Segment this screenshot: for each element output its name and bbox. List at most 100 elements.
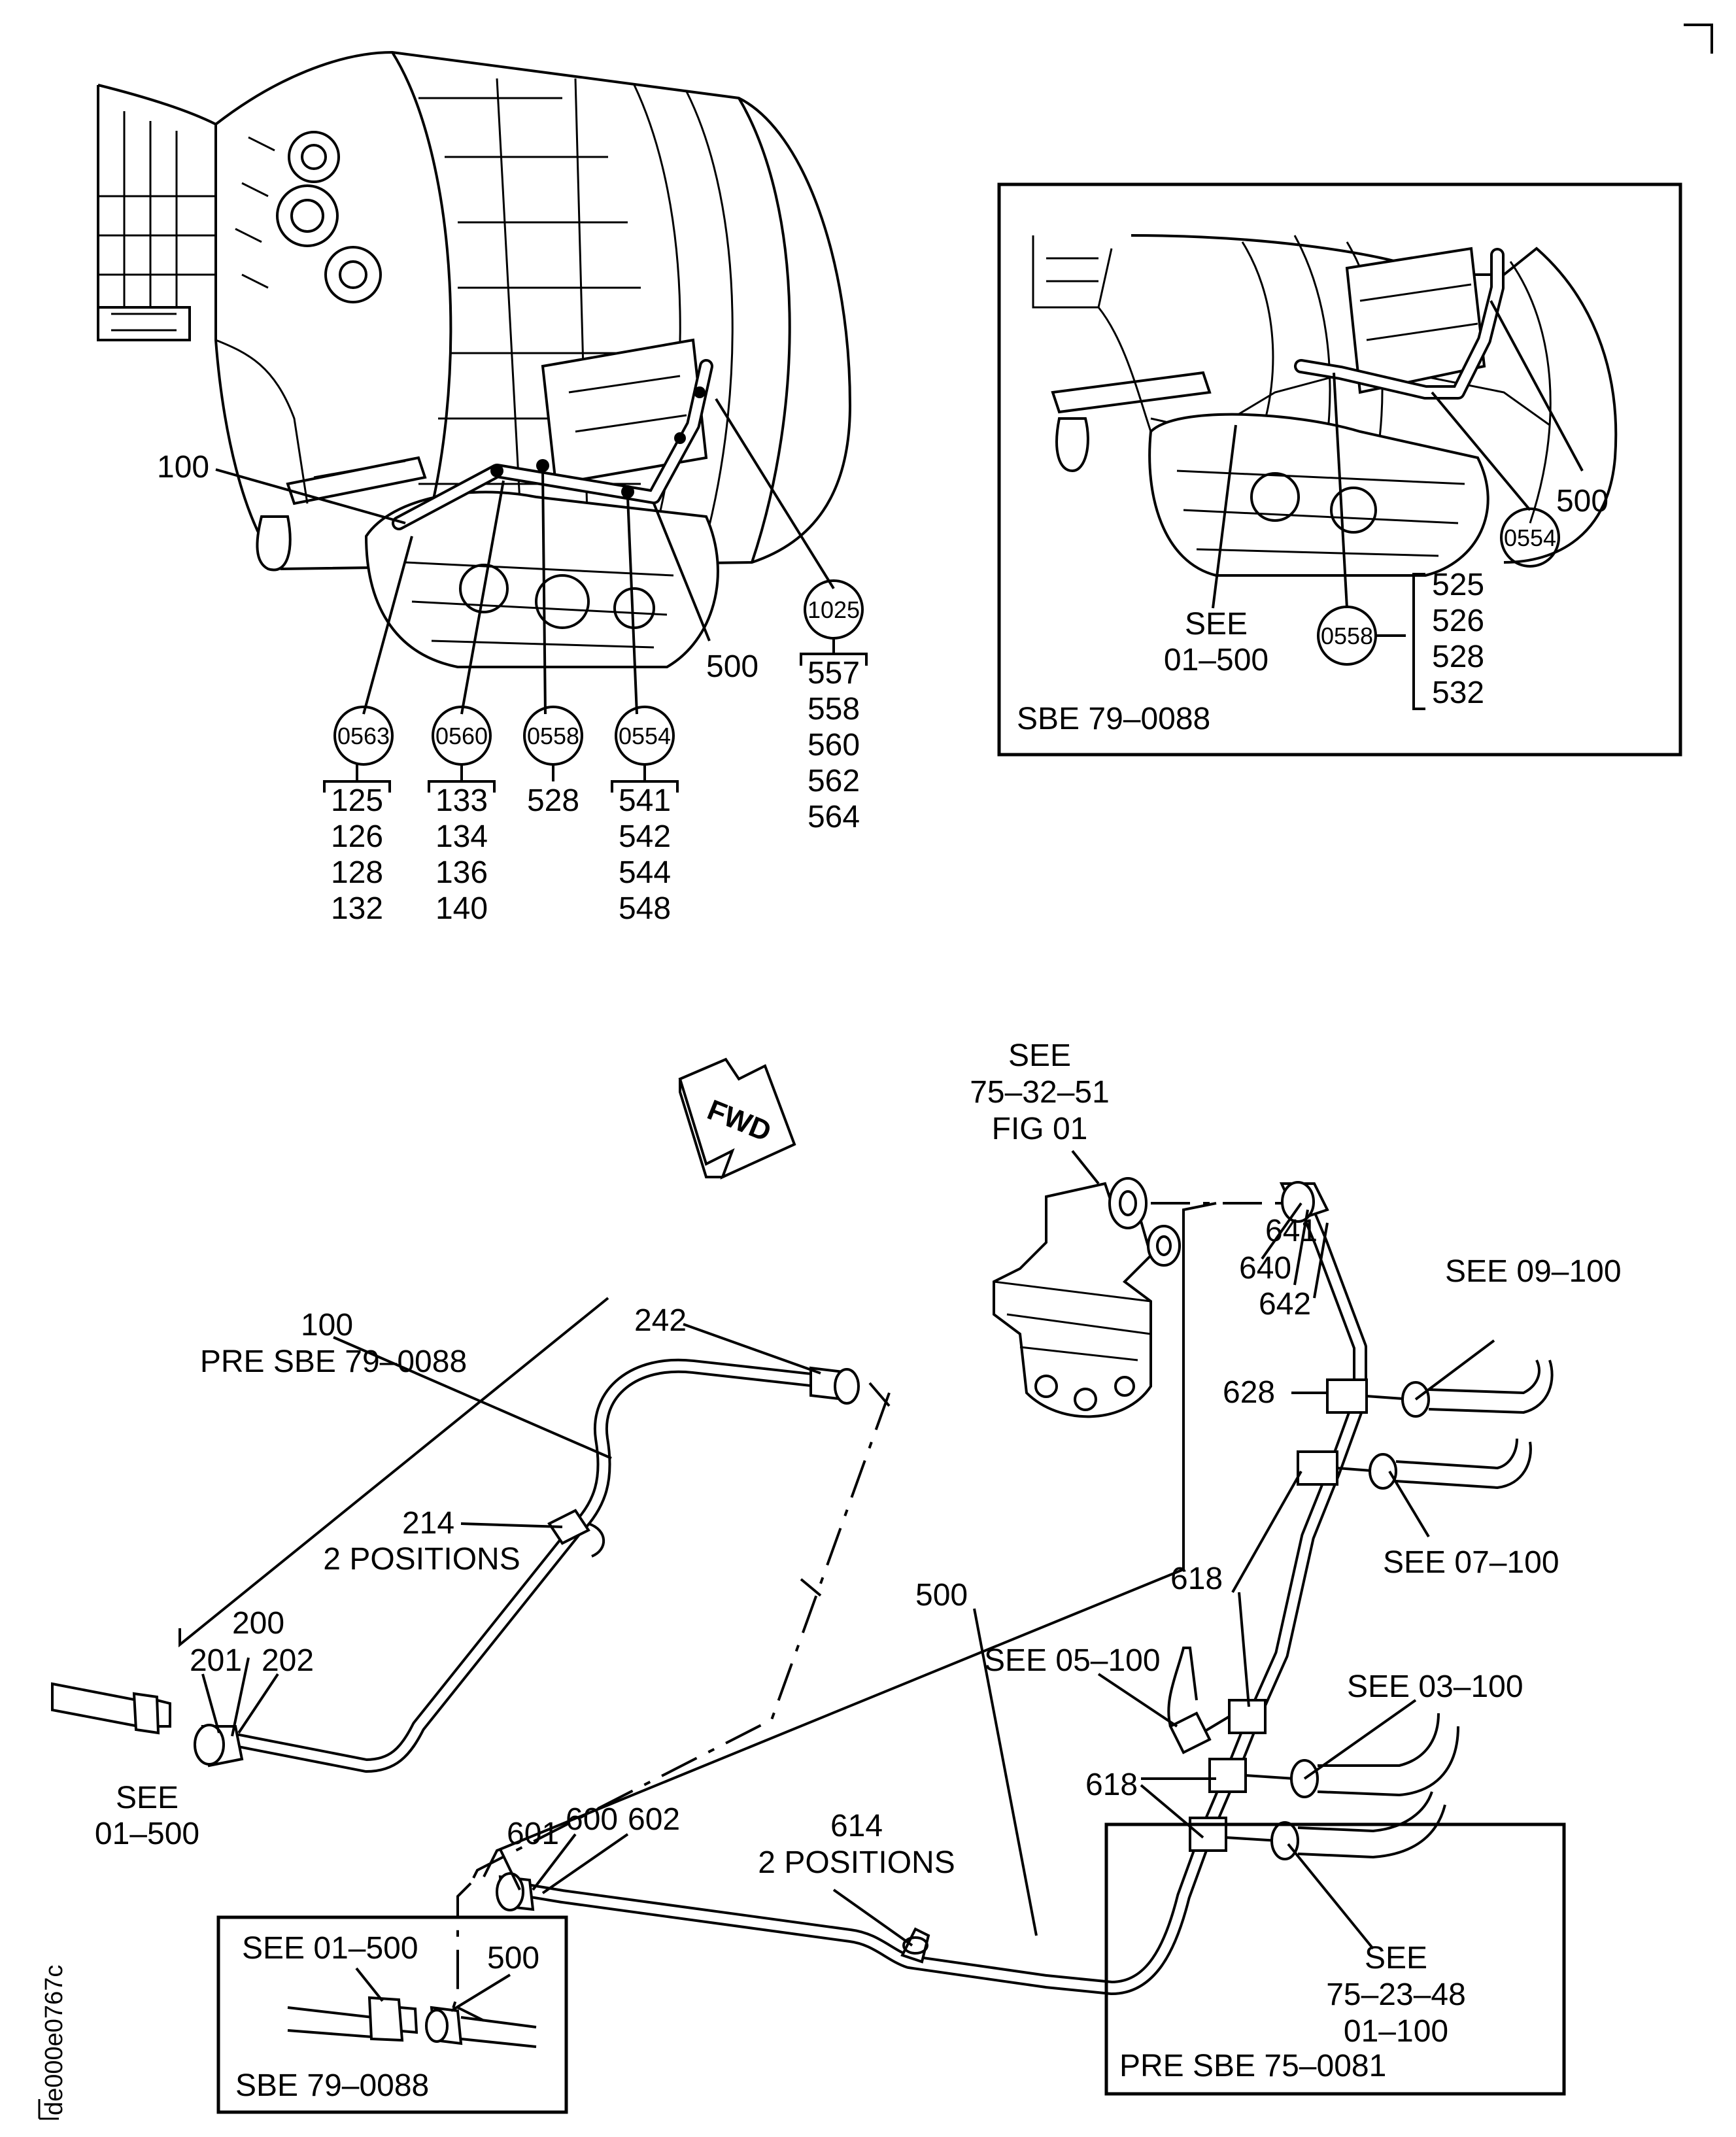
- leader-100-pre: [333, 1336, 612, 1460]
- part-136: 136: [435, 855, 488, 890]
- group-0558-list: 528: [527, 783, 579, 818]
- inset-bl-500: 500: [487, 1941, 539, 1975]
- phantom-ticks: [457, 1382, 891, 2022]
- inset-bl-label: SBE 79–0088: [235, 2068, 429, 2103]
- callout-circle-1025: 1025: [804, 579, 864, 640]
- callout-640: 640: [1239, 1251, 1291, 1286]
- callout-201: 201: [190, 1643, 242, 1678]
- branch-see-03-100: [1245, 1713, 1459, 1798]
- inset-top-see-ref: 01–500: [1164, 643, 1268, 677]
- bracket-1025: [800, 638, 868, 666]
- leader-200-bracket: [179, 1297, 609, 1648]
- leader-200: [231, 1657, 250, 1737]
- leader-500-lower: [973, 1608, 1038, 1936]
- callout-500-top: 500: [706, 649, 758, 684]
- leader-see-07-100: [1388, 1470, 1430, 1538]
- part-140: 140: [435, 891, 488, 926]
- callout-214: 214: [402, 1506, 454, 1541]
- see-01-500-left-line1: SEE: [116, 1781, 179, 1815]
- see-01-500-left-line2: 01–500: [95, 1817, 199, 1851]
- part-558: 558: [808, 692, 860, 727]
- callout-641: 641: [1265, 1214, 1318, 1248]
- callout-618-upper: 618: [1170, 1562, 1223, 1596]
- group-0554-list: 541 542 544 548: [619, 783, 671, 926]
- leader-641: [1261, 1202, 1302, 1260]
- leader-500-reference: [483, 1202, 1217, 1877]
- inset-part-528: 528: [1432, 640, 1484, 674]
- circle-text-0563: 0563: [337, 723, 390, 749]
- part-126: 126: [331, 819, 383, 854]
- phantom-line-left: [469, 1392, 891, 1884]
- drawing-id-mark: [38, 2099, 59, 2120]
- drawing-id: de000e0767c: [41, 1965, 68, 2115]
- see-75-32-51-line3: FIG 01: [992, 1112, 1088, 1146]
- see-75-23-48-line2: 75–23–48: [1326, 1977, 1466, 2012]
- callout-circle-0554: 0554: [615, 706, 675, 766]
- callout-601: 601: [507, 1817, 559, 1851]
- branch-see-05-100: [1167, 1647, 1231, 1754]
- inset-sbe-79-0088-top: [997, 182, 1682, 757]
- part-541: 541: [619, 783, 671, 818]
- inset-part-525: 525: [1432, 568, 1484, 602]
- circle-text-0554: 0554: [619, 723, 671, 749]
- branch-see-07-100: [1336, 1438, 1532, 1490]
- inset-part-532: 532: [1432, 675, 1484, 710]
- see-09-100-label: SEE 09–100: [1445, 1254, 1622, 1289]
- bracket-0563: [323, 764, 391, 793]
- valve-assembly: [993, 1150, 1181, 1418]
- group-0560-list: 133 134 136 140: [435, 783, 488, 926]
- leader-see-75-23-48: [1287, 1843, 1374, 1950]
- see-75-32-51-line1: SEE: [1008, 1038, 1071, 1073]
- leader-618a: [1231, 1471, 1302, 1707]
- leader-214: [460, 1522, 563, 1528]
- engine-illustration-top: [97, 50, 852, 668]
- see-75-23-48-line1: SEE: [1365, 1941, 1427, 1975]
- part-528: 528: [527, 783, 579, 818]
- callout-642: 642: [1259, 1287, 1311, 1322]
- fwd-arrow: FWD: [678, 1057, 796, 1180]
- leader-602: [541, 1833, 629, 1894]
- part-560: 560: [808, 728, 860, 762]
- leader-see-03-100: [1303, 1699, 1417, 1780]
- part-562: 562: [808, 764, 860, 798]
- leader-242: [683, 1323, 821, 1375]
- callout-618-lower: 618: [1085, 1768, 1138, 1802]
- inset-pre-sbe-75-0081: [1104, 1822, 1566, 2096]
- leader-640: [1293, 1209, 1309, 1286]
- callout-circle-0563: 0563: [333, 706, 394, 766]
- circle-text-0560: 0560: [435, 723, 488, 749]
- callout-100-pre-text: PRE SBE 79–0088: [200, 1344, 467, 1379]
- part-125: 125: [331, 783, 383, 818]
- see-75-23-48-line3: 01–100: [1344, 2014, 1448, 2049]
- leader-601: [499, 1849, 521, 1890]
- leader-600: [532, 1833, 577, 1891]
- leader-618b: [1140, 1777, 1216, 1839]
- corner-mark: [1684, 24, 1713, 54]
- callout-200: 200: [232, 1606, 284, 1641]
- part-564: 564: [808, 800, 860, 834]
- part-542: 542: [619, 819, 671, 854]
- leader-see-05-100: [1097, 1673, 1178, 1728]
- inset-br-label: PRE SBE 75–0081: [1119, 2049, 1386, 2083]
- pipe-100: [194, 1358, 860, 1773]
- pipe-500: [496, 1181, 1368, 1995]
- inset-part-526: 526: [1432, 604, 1484, 638]
- part-544: 544: [619, 855, 671, 890]
- part-557: 557: [808, 656, 860, 691]
- see-75-32-51-line2: 75–32–51: [970, 1075, 1110, 1110]
- top-leader-lines: [215, 398, 835, 715]
- callout-242: 242: [634, 1303, 687, 1338]
- inset-top-circle-0558: 0558: [1321, 623, 1373, 649]
- part-548: 548: [619, 891, 671, 926]
- circle-text-0558: 0558: [527, 723, 579, 749]
- callout-628: 628: [1223, 1375, 1275, 1410]
- circle-text-1025: 1025: [808, 596, 860, 623]
- callout-600: 600: [566, 1802, 618, 1837]
- inset-top-circle-0554: 0554: [1504, 524, 1556, 551]
- callout-202: 202: [262, 1643, 314, 1678]
- inset-bl-see: SEE 01–500: [242, 1931, 418, 1966]
- callout-circle-0560: 0560: [432, 706, 492, 766]
- part-133: 133: [435, 783, 488, 818]
